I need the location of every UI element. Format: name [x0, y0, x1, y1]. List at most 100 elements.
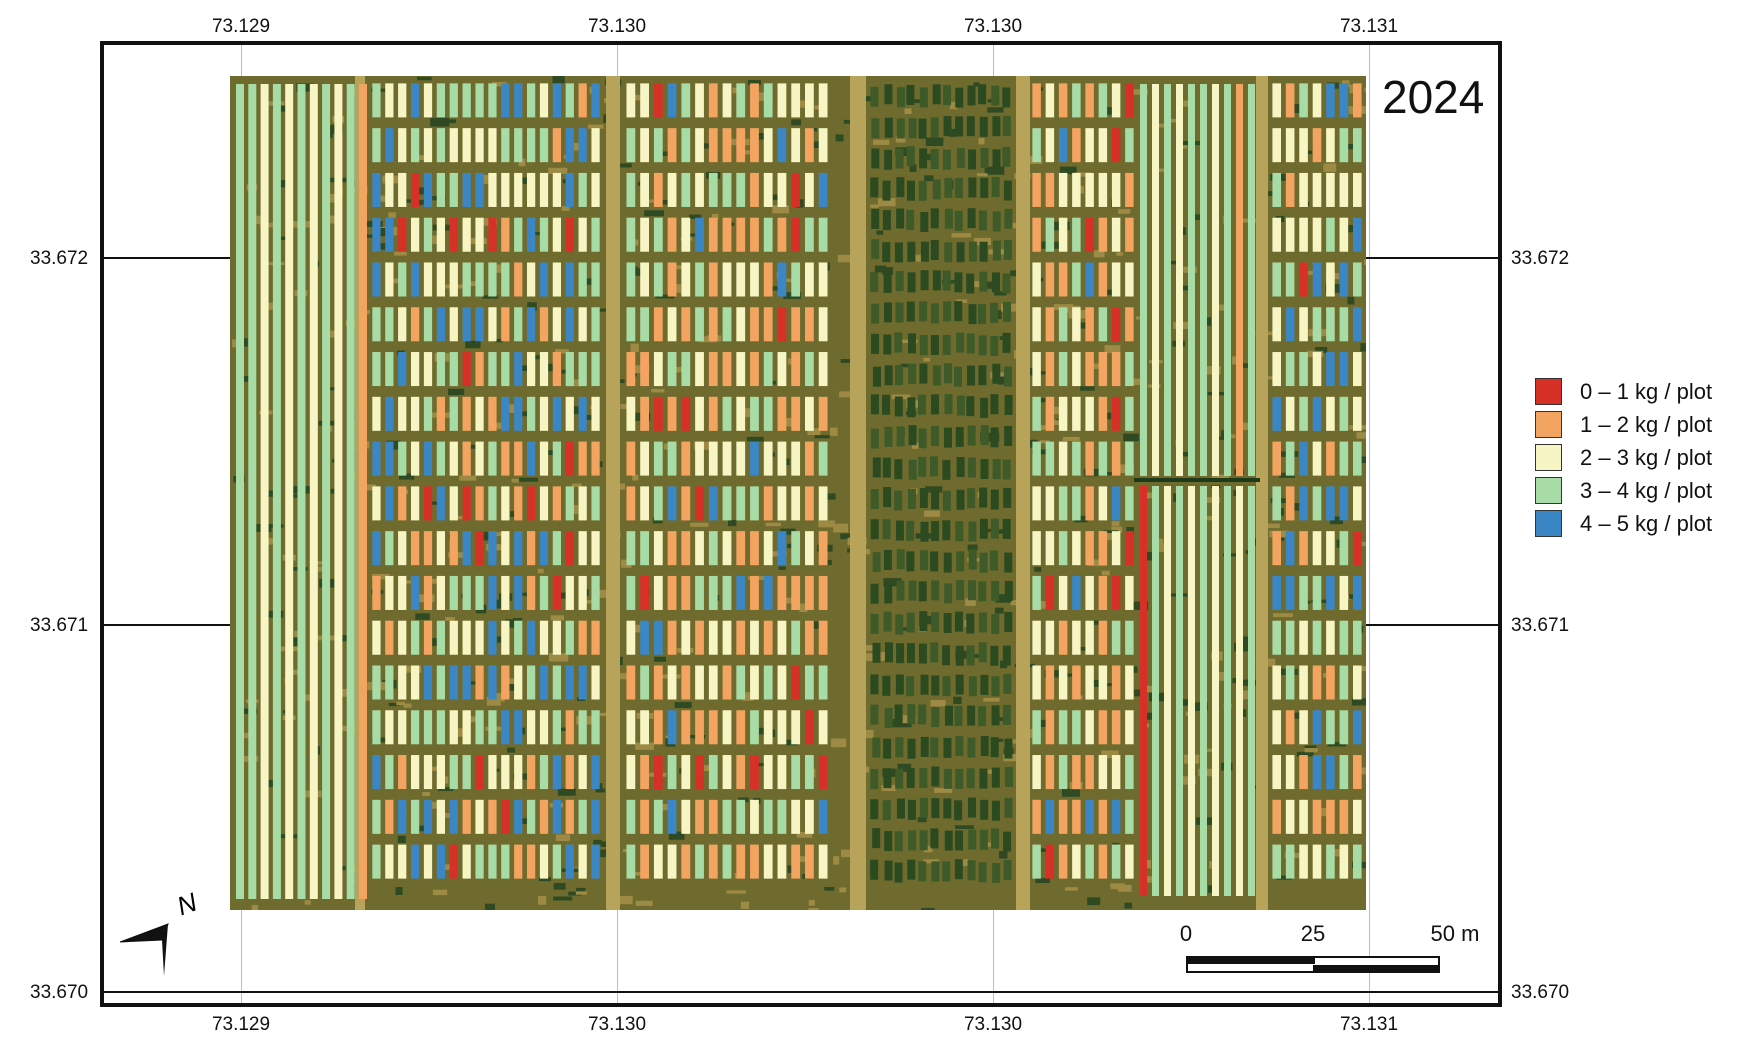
field-plot [791, 665, 801, 700]
latitude-label: 33.670 [30, 982, 89, 1003]
field-vegetation [1002, 146, 1011, 167]
field-plot [1352, 441, 1362, 476]
field-vegetation [906, 643, 915, 664]
field-plot [1058, 83, 1068, 118]
field-texture [654, 656, 667, 662]
field-plot [591, 844, 600, 879]
field-plot [1032, 441, 1041, 476]
field-texture [994, 607, 1004, 614]
field-plot [791, 307, 801, 342]
field-texture [930, 700, 946, 707]
field-texture [1110, 883, 1125, 890]
field-plot [1072, 531, 1081, 566]
field-plot [539, 665, 549, 700]
field-plot [763, 262, 773, 297]
field-plot [1312, 307, 1322, 342]
field-texture [1228, 434, 1236, 439]
field-plot [372, 352, 381, 387]
field-plot [1098, 172, 1108, 207]
field-texture [870, 204, 879, 208]
field-plot [436, 262, 446, 297]
field-vegetation [991, 272, 1000, 293]
field-plot [653, 307, 663, 342]
field-vegetation [966, 396, 975, 417]
field-plot [805, 799, 814, 834]
field-plot [818, 217, 828, 252]
field-plot [1125, 172, 1134, 207]
field-plot [436, 307, 446, 342]
field-plot [501, 307, 510, 342]
latitude-line [1366, 257, 1498, 259]
field-plot [1058, 620, 1068, 655]
latitude-line [1366, 624, 1498, 626]
field-texture [925, 486, 943, 493]
field-texture [754, 92, 773, 101]
field-plot [777, 665, 787, 700]
field-plot [722, 396, 732, 431]
field-texture [1103, 532, 1120, 541]
field-texture [437, 787, 454, 792]
field-vegetation [1003, 239, 1012, 260]
field-texture [518, 818, 533, 825]
field-plot [1285, 83, 1295, 118]
field-plot [398, 710, 407, 745]
field-plot [488, 307, 497, 342]
field-strip [1176, 486, 1183, 896]
field-plot [488, 844, 497, 879]
field-vegetation [944, 830, 953, 851]
field-plot [501, 83, 510, 118]
field-plot [514, 710, 523, 745]
field-texture [463, 716, 479, 723]
field-plot [526, 83, 536, 118]
field-plot [640, 441, 649, 476]
field-plot [667, 575, 677, 610]
field-plot [449, 396, 458, 431]
scale-label-25: 25 [1300, 921, 1326, 946]
field-plot [750, 128, 759, 163]
field-plot [539, 755, 549, 790]
field-texture [1101, 750, 1119, 759]
field-plot [1352, 217, 1362, 252]
field-plot [423, 486, 433, 521]
field-texture [429, 801, 441, 809]
field-plot [1085, 665, 1094, 700]
field-plot [462, 262, 471, 297]
field-vegetation [1002, 115, 1011, 136]
field-plot [488, 441, 497, 476]
field-plot [1312, 710, 1322, 745]
field-texture [1330, 848, 1349, 857]
field-texture [568, 379, 582, 387]
field-vegetation [883, 302, 892, 323]
field-vegetation [967, 425, 976, 446]
field-vegetation [992, 862, 1001, 883]
field-strip [248, 84, 257, 899]
field-plot [526, 352, 536, 387]
field-texture [553, 883, 566, 890]
field-plot [436, 441, 446, 476]
field-plot [708, 575, 718, 610]
field-plot [1352, 262, 1362, 297]
field-plot [750, 710, 759, 745]
field-plot [514, 531, 523, 566]
field-texture [818, 520, 835, 528]
field-texture [262, 490, 276, 497]
field-texture [1092, 620, 1101, 625]
field-vegetation [1003, 301, 1012, 322]
field-plot [1352, 755, 1362, 790]
field-texture [654, 804, 674, 811]
field-plot [640, 396, 649, 431]
field-plot [1272, 799, 1282, 834]
field-vegetation [1004, 208, 1013, 229]
field-vegetation [931, 861, 940, 882]
field-plot [539, 352, 549, 387]
field-vegetation [991, 767, 1000, 788]
field-vegetation [955, 768, 964, 789]
field-plot [526, 665, 536, 700]
field-plot [1312, 352, 1322, 387]
field-texture [984, 166, 1005, 175]
field-vegetation [908, 364, 917, 385]
field-texture [808, 899, 815, 906]
field-vegetation [943, 301, 952, 322]
legend-swatch [1535, 378, 1562, 405]
map-frame [100, 41, 1502, 1007]
